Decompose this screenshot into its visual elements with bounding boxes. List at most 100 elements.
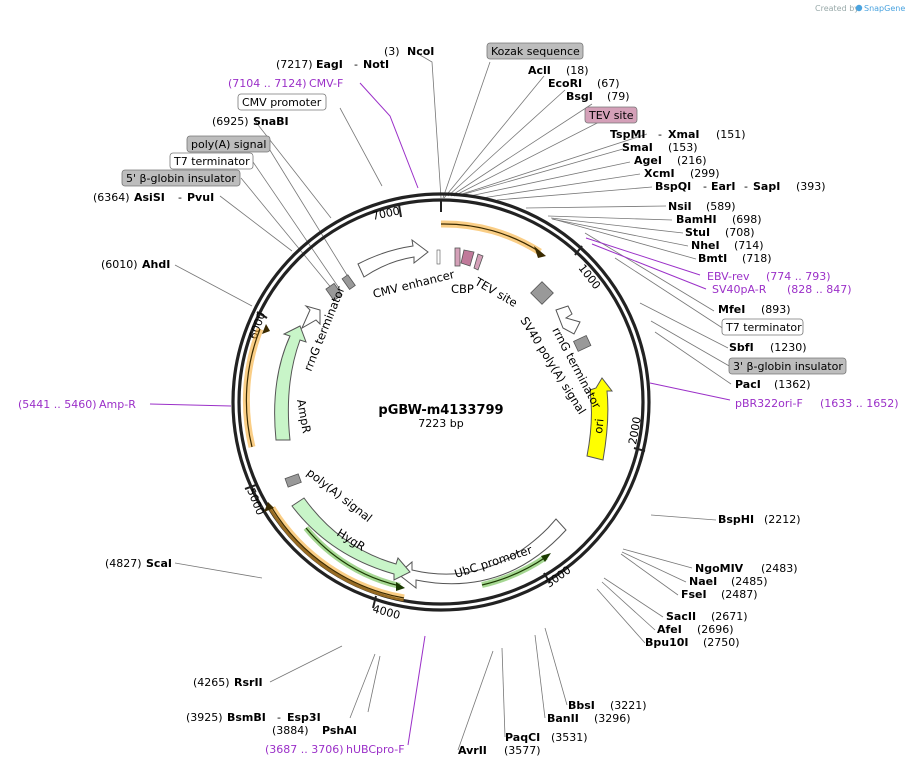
svg-text:XcmI: XcmI — [644, 167, 675, 180]
site-afei[interactable]: AfeI (2696) — [657, 623, 734, 636]
site-nhei[interactable]: NheI (714) — [691, 239, 764, 252]
svg-text:(151): (151) — [716, 128, 746, 141]
site-bsgi[interactable]: BsgI (79) — [566, 90, 630, 103]
svg-text:XmaI: XmaI — [668, 128, 699, 141]
site-naei[interactable]: NaeI (2485) — [689, 575, 768, 588]
feature-box-tev[interactable]: TEV site — [584, 106, 638, 124]
primer-hubcpro-f[interactable]: (3687 .. 3706) hUBCpro-F — [265, 743, 405, 756]
site-mfei[interactable]: MfeI (893) — [718, 303, 791, 316]
polya-marker — [284, 473, 302, 488]
svg-text:EagI: EagI — [316, 58, 343, 71]
site-asisi-pvui[interactable]: (6364) AsiSI - PvuI — [93, 191, 214, 204]
site-sacii[interactable]: SacII (2671) — [666, 610, 748, 623]
site-bspqi-eari-sapi[interactable]: BspQI - EarI - SapI (393) — [655, 180, 826, 193]
svg-text:(2483): (2483) — [761, 562, 798, 575]
rrnG-terminator-arrow — [555, 305, 581, 335]
site-avrii[interactable]: AvrII (3577) — [458, 744, 541, 757]
site-scai[interactable]: (4827) ScaI — [105, 557, 172, 570]
site-ncoi[interactable]: (3) NcoI — [384, 45, 434, 58]
site-xcmi[interactable]: XcmI (299) — [644, 167, 720, 180]
svg-text:(2485): (2485) — [731, 575, 768, 588]
svg-text:(3): (3) — [384, 45, 400, 58]
primer-sv40pa-r[interactable]: SV40pA-R (828 .. 847) — [712, 283, 852, 296]
site-pshai[interactable]: (3884) PshAI — [272, 724, 357, 737]
svg-text:BanII: BanII — [547, 712, 579, 725]
feature-box-kozak[interactable]: Kozak sequence — [486, 42, 584, 60]
feature-box-t7-terminator[interactable]: T7 terminator — [721, 318, 804, 336]
feature-box-t7-terminator-2[interactable]: T7 terminator — [169, 152, 254, 170]
svg-text:SV40pA-R: SV40pA-R — [712, 283, 767, 296]
svg-text:(393): (393) — [796, 180, 826, 193]
site-smai[interactable]: SmaI (153) — [622, 141, 698, 154]
svg-text:(18): (18) — [566, 64, 589, 77]
svg-text:StuI: StuI — [685, 226, 710, 239]
svg-text:AclI: AclI — [528, 64, 551, 77]
tick-7000: 7000 — [371, 204, 401, 223]
site-paqci[interactable]: PaqCI (3531) — [505, 731, 588, 744]
svg-text:(5441 .. 5460): (5441 .. 5460) — [18, 398, 97, 411]
svg-text:(2671): (2671) — [711, 610, 748, 623]
svg-text:AfeI: AfeI — [657, 623, 682, 636]
svg-text:ScaI: ScaI — [146, 557, 172, 570]
svg-text:CMV promoter: CMV promoter — [242, 96, 322, 109]
svg-text:BsmBI: BsmBI — [227, 711, 266, 724]
primer-amp-r[interactable]: (5441 .. 5460) Amp-R — [18, 398, 136, 411]
site-bmti[interactable]: BmtI (718) — [698, 252, 772, 265]
site-tspmi-xmai[interactable]: TspMI - XmaI (151) — [610, 128, 746, 141]
svg-text:3' β-globin insulator: 3' β-globin insulator — [733, 360, 843, 373]
site-ecori[interactable]: EcoRI (67) — [548, 77, 620, 90]
credit-prefix: Created by — [815, 4, 859, 13]
tev-marker — [460, 249, 475, 267]
site-bbsi[interactable]: BbsI (3221) — [568, 699, 647, 712]
svg-text:(67): (67) — [597, 77, 620, 90]
primer-ebv-rev[interactable]: EBV-rev (774 .. 793) — [707, 270, 831, 283]
site-eagi-noti[interactable]: (7217) EagI - NotI — [276, 58, 389, 71]
site-bpu10i[interactable]: Bpu10I (2750) — [645, 636, 740, 649]
svg-text:RsrII: RsrII — [234, 676, 263, 689]
svg-text:(3531): (3531) — [551, 731, 588, 744]
rrnG-terminator-2-arrow — [300, 304, 321, 330]
svg-text:(3577): (3577) — [504, 744, 541, 757]
site-ahdi[interactable]: (6010) AhdI — [101, 258, 170, 271]
primer-cmv-f[interactable]: (7104 .. 7124) CMV-F — [228, 77, 343, 90]
site-fsei[interactable]: FseI (2487) — [681, 588, 758, 601]
svg-text:-: - — [277, 711, 281, 724]
svg-text:TspMI: TspMI — [610, 128, 646, 141]
site-rsrii[interactable]: (4265) RsrII — [193, 676, 263, 689]
site-bsphi[interactable]: BspHI (2212) — [718, 513, 801, 526]
svg-text:(2212): (2212) — [764, 513, 801, 526]
site-acli[interactable]: AclI (18) — [528, 64, 589, 77]
svg-text:SmaI: SmaI — [622, 141, 653, 154]
site-nsii[interactable]: NsiI (589) — [668, 200, 736, 213]
svg-text:BamHI: BamHI — [676, 213, 717, 226]
primer-pbr322ori-f[interactable]: pBR322ori-F (1633 .. 1652) — [735, 397, 899, 410]
orange-arrowhead-1 — [534, 246, 546, 258]
site-snabi[interactable]: (6925) SnaBI — [212, 115, 289, 128]
svg-text:(828 .. 847): (828 .. 847) — [787, 283, 852, 296]
site-paci[interactable]: PacI (1362) — [735, 378, 811, 391]
site-sbfi[interactable]: SbfI (1230) — [729, 341, 807, 354]
feature-box-insulator-3[interactable]: 3' β-globin insulator — [728, 357, 847, 375]
svg-text:PaqCI: PaqCI — [505, 731, 540, 744]
feature-box-cmv-promoter[interactable]: CMV promoter — [237, 93, 327, 111]
feature-box-insulator-5[interactable]: 5' β-globin insulator — [121, 169, 241, 187]
svg-text:(714): (714) — [734, 239, 764, 252]
svg-text:(6925): (6925) — [212, 115, 249, 128]
site-stui[interactable]: StuI (708) — [685, 226, 755, 239]
site-banii[interactable]: BanII (3296) — [547, 712, 631, 725]
site-ngomiv[interactable]: NgoMIV (2483) — [695, 562, 798, 575]
svg-text:NgoMIV: NgoMIV — [695, 562, 744, 575]
site-agei[interactable]: AgeI (216) — [634, 154, 707, 167]
site-bsmbi-esp3i[interactable]: (3925) BsmBI - Esp3I — [186, 711, 321, 724]
svg-text:pBR322ori-F: pBR322ori-F — [735, 397, 803, 410]
feature-box-polya[interactable]: poly(A) signal — [186, 135, 271, 153]
svg-text:(3221): (3221) — [610, 699, 647, 712]
site-bamhi[interactable]: BamHI (698) — [676, 213, 762, 226]
snapgene-logo-icon — [855, 4, 863, 12]
svg-text:(79): (79) — [607, 90, 630, 103]
svg-text:(774 .. 793): (774 .. 793) — [766, 270, 831, 283]
svg-text:NheI: NheI — [691, 239, 720, 252]
feature-leaders — [240, 146, 351, 291]
orange-arrows — [242, 220, 542, 602]
